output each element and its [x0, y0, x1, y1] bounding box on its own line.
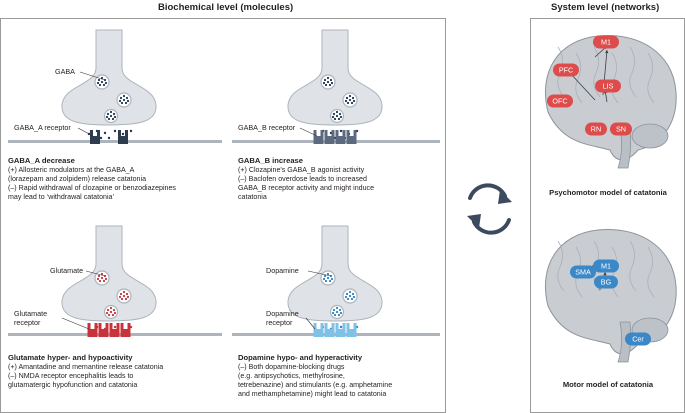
- psychomotor-model-caption: Psychomotor model of catatonia: [549, 188, 667, 197]
- receptor: [118, 130, 128, 144]
- glutamate-receptor-label: Glutamate receptor: [14, 309, 48, 327]
- synapse-0: [8, 29, 222, 144]
- receptor: [90, 130, 100, 144]
- biochemical-header: Biochemical level (molecules): [158, 2, 294, 13]
- dopamine-title: Dopamine hypo- and hyperactivity: [238, 353, 363, 362]
- postsynaptic-membrane: [8, 140, 222, 143]
- presynaptic-terminal: [287, 225, 383, 322]
- receptor: [120, 323, 131, 337]
- gaba-a-title: GABA_A decrease: [8, 156, 75, 165]
- node-cer: [625, 332, 651, 346]
- receptor: [324, 130, 335, 144]
- glutamate-text: (+) Amantadine and memantine release cat…: [8, 363, 164, 389]
- glutamate-title: Glutamate hyper- and hypoactivity: [8, 353, 133, 362]
- brainstem: [617, 321, 632, 363]
- node-sma-label: SMA: [575, 268, 591, 277]
- brainstem: [617, 127, 632, 169]
- node-sn-label: SN: [616, 125, 626, 134]
- presynaptic-terminal: [287, 29, 383, 126]
- receptor: [98, 323, 109, 337]
- receptor: [313, 130, 324, 144]
- gaba-label: GABA: [55, 67, 75, 76]
- node-ofc: [547, 94, 573, 108]
- node-rn: [585, 122, 607, 136]
- cerebellum: [631, 123, 669, 149]
- node-m1-motor: [593, 259, 619, 273]
- node-pfc-label: PFC: [559, 66, 573, 75]
- gaba-a-receptor-label: GABA_A receptor: [14, 123, 71, 132]
- motor-model-caption: Motor model of catatonia: [562, 380, 654, 389]
- gaba-a-text: (+) Allosteric modulators at the GABA_A …: [8, 166, 176, 201]
- gaba-b-receptor-label: GABA_B receptor: [238, 123, 296, 132]
- system-header: System level (networks): [551, 2, 660, 13]
- node-m1-motor-label: M1: [601, 262, 611, 271]
- node-m1: [593, 35, 619, 49]
- node-pfc: [553, 63, 579, 77]
- node-bg-label: BG: [601, 278, 612, 287]
- receptor: [109, 323, 120, 337]
- node-m1-label: M1: [601, 38, 611, 47]
- node-lis-label: LIS: [603, 82, 614, 91]
- presynaptic-terminal: [61, 29, 157, 126]
- gaba-b-title: GABA_B increase: [238, 156, 303, 165]
- receptor: [346, 130, 357, 144]
- presynaptic-terminal: [61, 225, 157, 322]
- node-sma: [570, 265, 596, 279]
- synapse-1: [232, 29, 440, 144]
- node-bg: [594, 275, 618, 289]
- biochemical-panel: [0, 18, 446, 413]
- receptor: [335, 323, 346, 337]
- gaba-b-text: (+) Clozapine's GABA_B agonist activity …: [238, 166, 375, 201]
- receptor: [313, 323, 324, 337]
- node-cer-label: Cer: [632, 335, 644, 344]
- node-lis: [595, 79, 621, 93]
- cycle-arrows-icon: [467, 183, 512, 235]
- receptor: [346, 323, 357, 337]
- dopamine-label: Dopamine: [266, 266, 299, 275]
- node-sn: [610, 122, 632, 136]
- synapse-3: [232, 225, 440, 337]
- node-rn-label: RN: [591, 125, 601, 134]
- receptor: [335, 130, 346, 144]
- receptor: [87, 323, 98, 337]
- node-ofc-label: OFC: [552, 97, 567, 106]
- dopamine-text: (–) Both dopamine-blocking drugs (e.g. a…: [238, 363, 393, 398]
- receptor: [324, 323, 335, 337]
- synapse-2: [8, 225, 222, 337]
- dopamine-receptor-label: Dopamine receptor: [266, 309, 299, 327]
- glutamate-label: Glutamate: [50, 266, 84, 275]
